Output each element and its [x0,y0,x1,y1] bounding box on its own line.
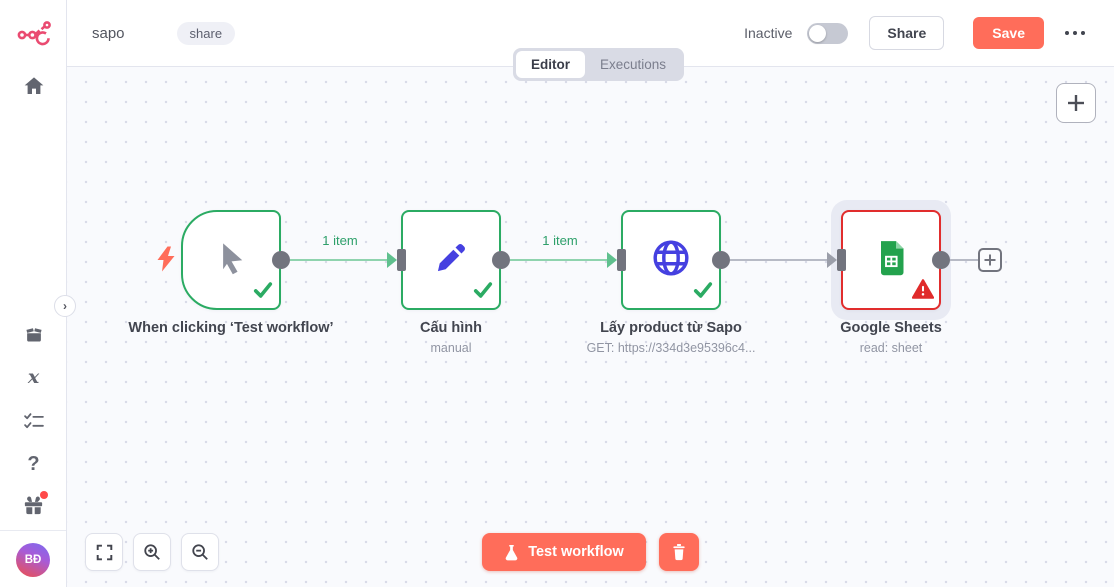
test-workflow-button[interactable]: Test workflow [482,533,646,571]
help-icon: ? [27,453,40,475]
google-sheets-icon [871,238,911,283]
success-check-icon [472,280,494,305]
connection-arrowhead [387,252,397,268]
node-lay-product-tu-sapo[interactable] [621,210,721,310]
output-connector[interactable] [932,251,950,269]
output-connector[interactable] [712,251,730,269]
cursor-icon [213,240,249,281]
success-check-icon [252,280,274,305]
inactive-label: Inactive [744,25,793,41]
variables-icon: x [27,366,40,388]
toggle-knob [809,24,827,42]
connection-line[interactable] [290,259,390,261]
connection-items-label: 1 item [322,233,358,248]
test-workflow-label: Test workflow [528,544,624,560]
add-connected-node-button[interactable] [978,248,1002,272]
save-button[interactable]: Save [973,17,1044,49]
connection-items-label: 1 item [542,233,578,248]
trash-icon [671,543,687,561]
node-label: Lấy product từ Sapo GET: https://334d3e9… [586,320,756,355]
n8n-logo-icon[interactable] [17,16,53,50]
node-google-sheets[interactable] [841,210,941,310]
error-warning-icon [911,279,935,304]
workflow-title[interactable]: sapo [92,24,125,42]
zoom-out-button[interactable] [181,533,219,571]
node-label: Google Sheets read: sheet [840,320,942,355]
node-when-clicking-test-workflow[interactable] [181,210,281,310]
trigger-bolt-icon [155,246,177,277]
output-connector[interactable] [492,251,510,269]
input-connector [837,249,846,271]
sidebar-item-help[interactable]: ? [0,454,67,474]
run-bar: Test workflow [67,533,1114,571]
output-connector[interactable] [272,251,290,269]
workflow-canvas[interactable]: 1 item 1 item When clicking ‘Tes [67,67,1114,587]
connection-arrowhead [827,252,837,268]
sidebar-divider [0,530,66,531]
tab-executions[interactable]: Executions [600,57,667,72]
input-connector [617,249,626,271]
add-node-button[interactable] [1056,83,1096,123]
success-check-icon [692,280,714,305]
sidebar-collapse-button[interactable]: › [54,295,76,317]
share-button[interactable]: Share [869,16,945,50]
connection-arrowhead [607,252,617,268]
node-cau-hinh[interactable] [401,210,501,310]
sidebar: › x ? [0,0,76,587]
sidebar-item-insights[interactable] [0,411,67,436]
header-actions: Inactive Share Save [744,16,1086,50]
node-label: When clicking ‘Test workflow’ [128,320,334,336]
templates-box-icon [23,324,45,351]
workflow-header: sapo share Inactive Share Save [67,0,1114,67]
flask-icon [504,544,519,561]
sidebar-item-variables[interactable]: x [0,368,67,387]
sidebar-item-templates[interactable] [0,324,67,351]
sidebar-item-whats-new[interactable] [0,491,67,522]
active-toggle[interactable] [807,22,849,44]
connection-line[interactable] [730,259,830,261]
editor-tabs: Editor Executions [513,48,685,81]
connection-stub-line [950,259,979,261]
gift-icon [22,491,48,522]
zoom-to-fit-button[interactable] [85,533,123,571]
delete-button[interactable] [658,533,699,571]
notification-dot [40,491,48,499]
canvas-controls [85,533,219,571]
node-label: Cấu hình manual [419,320,483,355]
connection-line[interactable] [510,259,610,261]
more-options-button[interactable] [1064,30,1086,36]
user-avatar[interactable]: BĐ [16,543,50,577]
input-connector [397,249,406,271]
pencil-icon [432,239,470,282]
home-icon [23,76,45,101]
sidebar-item-home[interactable] [0,76,67,101]
tab-editor[interactable]: Editor [516,51,585,78]
main-area: sapo share Inactive Share Save Editor Ex… [67,0,1114,587]
globe-icon [648,235,694,286]
zoom-in-button[interactable] [133,533,171,571]
share-badge[interactable]: share [176,21,236,45]
checklist-icon [23,411,45,436]
